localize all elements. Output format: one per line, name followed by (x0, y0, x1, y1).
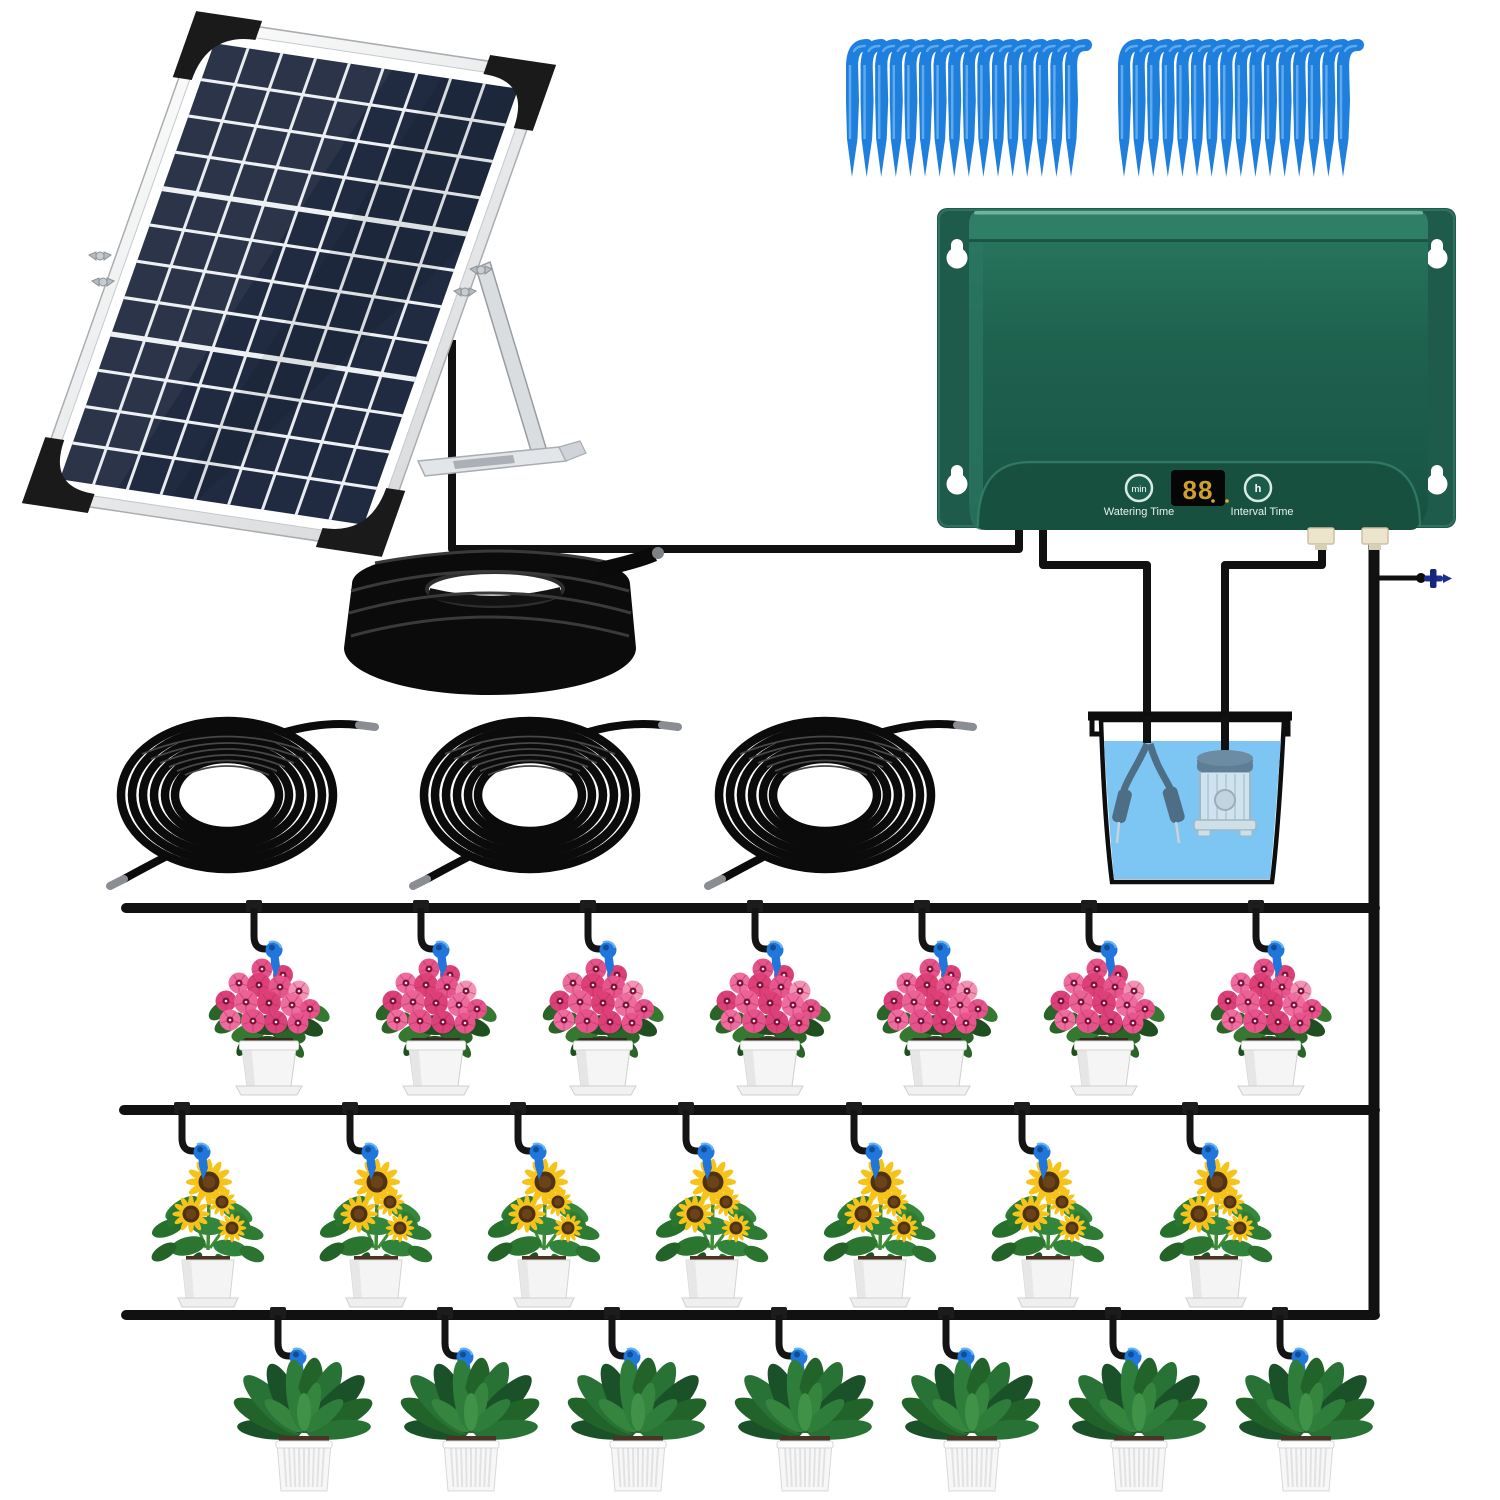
svg-text:h: h (1255, 483, 1262, 495)
svg-text:Interval Time: Interval Time (1231, 506, 1294, 518)
svg-text:min: min (1131, 484, 1146, 495)
svg-text:Watering Time: Watering Time (1104, 506, 1175, 518)
svg-text:88: 88 (1183, 475, 1214, 505)
